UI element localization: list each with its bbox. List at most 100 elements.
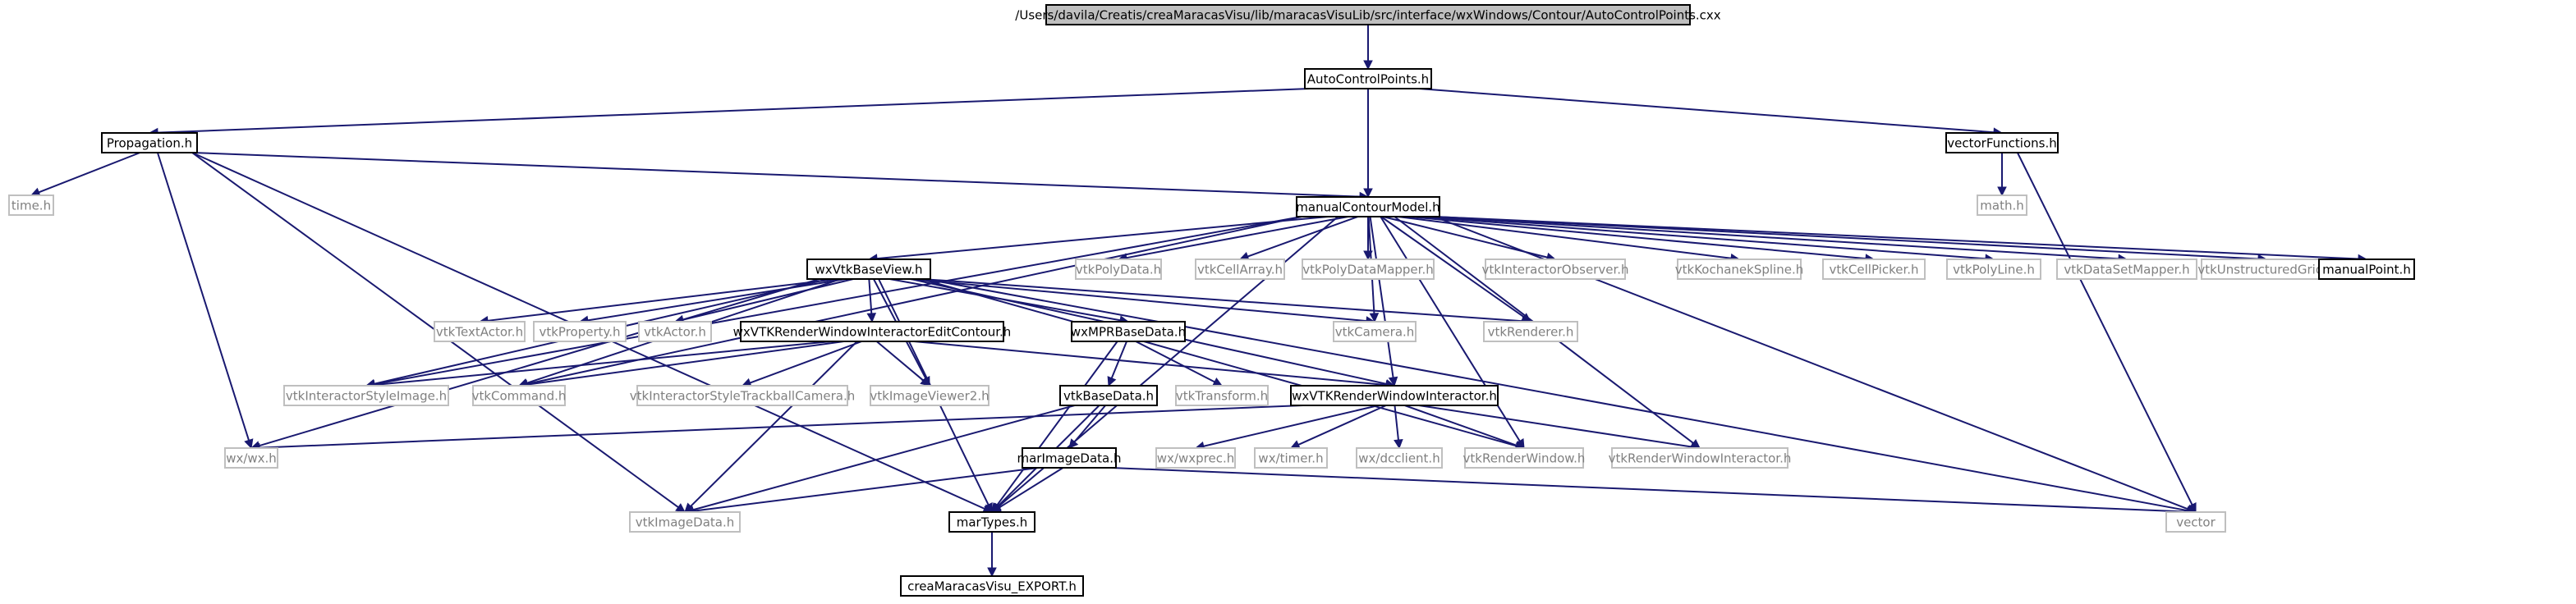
node-manualcontourmodel-h[interactable]: manualContourModel.h — [1296, 196, 1440, 217]
node-wx-timer-h: wx/timer.h — [1254, 447, 1328, 469]
edge-wxvtkrenderwindowinteractor-h-to-wx-dcclient-h — [1394, 405, 1403, 450]
node-vtkrenderer-h: vtkRenderer.h — [1483, 321, 1578, 342]
edge-wxvtkrenderwindowinteractor-h-to-vtkrenderwindowinteractor-h — [1418, 405, 1701, 452]
node-box — [1059, 385, 1158, 406]
edge-line — [38, 152, 140, 194]
node-label: vtkKochanekSpline.h — [1675, 263, 1803, 277]
node-autocontrolpoints-h[interactable]: AutoControlPoints.h — [1304, 68, 1432, 89]
edge-line — [998, 467, 1064, 509]
edge-propagation-h-to-manualcontourmodel-h — [191, 152, 1370, 202]
node-marimagedata-h[interactable]: marImageData.h — [1017, 447, 1122, 469]
edge-line — [259, 405, 1303, 449]
node-box — [283, 385, 449, 406]
node-vtkpolydatamapper-h: vtkPolyDataMapper.h — [1302, 259, 1435, 280]
edge-vectorfunctions-h-to-vector — [2016, 152, 2197, 514]
node-box — [1333, 321, 1417, 342]
node-wx-dcclient-h: wx/dcclient.h — [1356, 447, 1443, 469]
edge-line — [156, 152, 250, 441]
node-vectorfunctions-h[interactable]: vectorFunctions.h — [1945, 132, 2059, 153]
edge-line — [750, 341, 862, 384]
node-wxmprbasedata-h[interactable]: wxMPRBaseData.h — [1071, 321, 1186, 342]
node-box — [1195, 259, 1285, 280]
node-box — [1045, 4, 1691, 25]
node-box — [434, 321, 526, 342]
node-label: vtkUnstructuredGrid.h — [2197, 263, 2335, 277]
node-users-davila-creatis-creamaracasvisu-lib-maracasvisulib-src-interface-wxwindows-contour-autocontrolpoints-cxx[interactable]: /Users/davila/Creatis/creaMaracasVisu/li… — [1015, 4, 1721, 25]
node-box — [224, 447, 278, 469]
node-vtkunstructuredgrid-h: vtkUnstructuredGrid.h — [2197, 259, 2335, 280]
edge-line — [374, 341, 832, 387]
node-vtktextactor-h: vtkTextActor.h — [434, 321, 526, 342]
edge-line — [921, 278, 1517, 447]
node-label: vtkRenderWindowInteractor.h — [1609, 451, 1792, 466]
node-label: vtkInteractorStyleTrackballCamera.h — [630, 389, 855, 404]
node-label: vector — [2176, 515, 2216, 530]
edge-manualcontourmodel-h-to-wxvtkrenderwindowinteractor-h — [1369, 216, 1398, 387]
edge-line — [526, 341, 844, 386]
edge-line — [913, 341, 1387, 387]
node-box — [1304, 68, 1432, 89]
node-vtkcommand-h: vtkCommand.h — [472, 385, 566, 406]
edge-wxvtkbaseview-h-to-vtkproperty-h — [578, 278, 846, 326]
node-box — [1822, 259, 1926, 280]
node-label: vtkBaseData.h — [1063, 389, 1154, 404]
node-box — [1483, 321, 1578, 342]
edge-wxvtkbaseview-h-to-wxvtkrenderwindowinteractoreditcontour-h — [866, 278, 877, 323]
node-box — [1611, 447, 1789, 469]
node-box — [740, 321, 1004, 342]
edge-martypes-h-to-creamaracasvisu-export-h — [987, 532, 997, 578]
node-label: vtkCellArray.h — [1197, 263, 1283, 277]
node-label: vtkProperty.h — [539, 325, 620, 340]
node-box — [1945, 132, 2059, 153]
node-label: vtkPolyDataMapper.h — [1302, 263, 1433, 277]
edge-arrowhead — [675, 503, 686, 513]
node-vtkrenderwindow-h: vtkRenderWindow.h — [1463, 447, 1585, 469]
node-creamaracasvisu-export-h[interactable]: creaMaracasVisu_EXPORT.h — [900, 575, 1084, 597]
edge-manualcontourmodel-h-to-vtkunstructuredgrid-h — [1434, 216, 2268, 264]
node-box — [1977, 194, 2027, 216]
edge-line — [587, 278, 846, 322]
node-martypes-h[interactable]: marTypes.h — [948, 511, 1035, 533]
node-box — [636, 385, 848, 406]
node-box — [1254, 447, 1328, 469]
edge-line — [925, 278, 2188, 512]
node-label: vtkActor.h — [644, 325, 706, 340]
edge-vectorfunctions-h-to-math-h — [1997, 153, 2007, 197]
node-box — [101, 132, 198, 153]
edges-layer — [30, 25, 2368, 578]
edge-line — [1247, 216, 1358, 258]
node-box — [900, 575, 1084, 597]
node-wxvtkrenderwindowinteractor-h[interactable]: wxVTKRenderWindowInteractor.h — [1290, 385, 1499, 406]
node-wxvtkbaseview-h[interactable]: wxVtkBaseView.h — [806, 259, 931, 280]
node-manualpoint-h[interactable]: manualPoint.h — [2318, 259, 2415, 280]
edge-line — [1110, 467, 2188, 513]
node-box — [1175, 385, 1269, 406]
edge-arrowhead — [1363, 188, 1373, 199]
edge-line — [692, 405, 1075, 511]
node-label: vtkImageData.h — [636, 515, 735, 530]
node-vector: vector — [2165, 511, 2226, 533]
edge-line — [1110, 341, 1128, 379]
edge-wxvtkbaseview-h-to-wx-wx-h — [250, 278, 820, 451]
node-label: marImageData.h — [1017, 451, 1121, 466]
node-box — [1677, 259, 1802, 280]
node-box — [533, 321, 627, 342]
edge-wxvtkrenderwindowinteractoreditcontour-h-to-vtkinteractorstyleimage-h — [365, 341, 832, 390]
node-box — [638, 321, 712, 342]
node-vtkimagedata-h: vtkImageData.h — [629, 511, 741, 533]
node-wxvtkrenderwindowinteractoreditcontour-h[interactable]: wxVTKRenderWindowInteractorEditContour.h — [733, 321, 1012, 342]
edge-line — [1126, 216, 1348, 259]
node-propagation-h[interactable]: Propagation.h — [101, 132, 198, 153]
node-label: vectorFunctions.h — [1947, 136, 2056, 151]
edge-line — [1135, 341, 1215, 383]
node-vtkinteractorstyleimage-h: vtkInteractorStyleImage.h — [283, 385, 449, 406]
node-vtkbasedata-h[interactable]: vtkBaseData.h — [1059, 385, 1158, 406]
edge-line — [1418, 405, 1692, 448]
edge-line — [1203, 405, 1379, 447]
edge-line — [876, 216, 1329, 260]
edge-manualcontourmodel-h-to-vtkcellarray-h — [1238, 216, 1358, 261]
node-label: wxVtkBaseView.h — [815, 263, 923, 277]
node-label: AutoControlPoints.h — [1307, 72, 1429, 87]
edge-line — [1380, 216, 1525, 318]
edge-arrowhead — [1394, 438, 1403, 450]
